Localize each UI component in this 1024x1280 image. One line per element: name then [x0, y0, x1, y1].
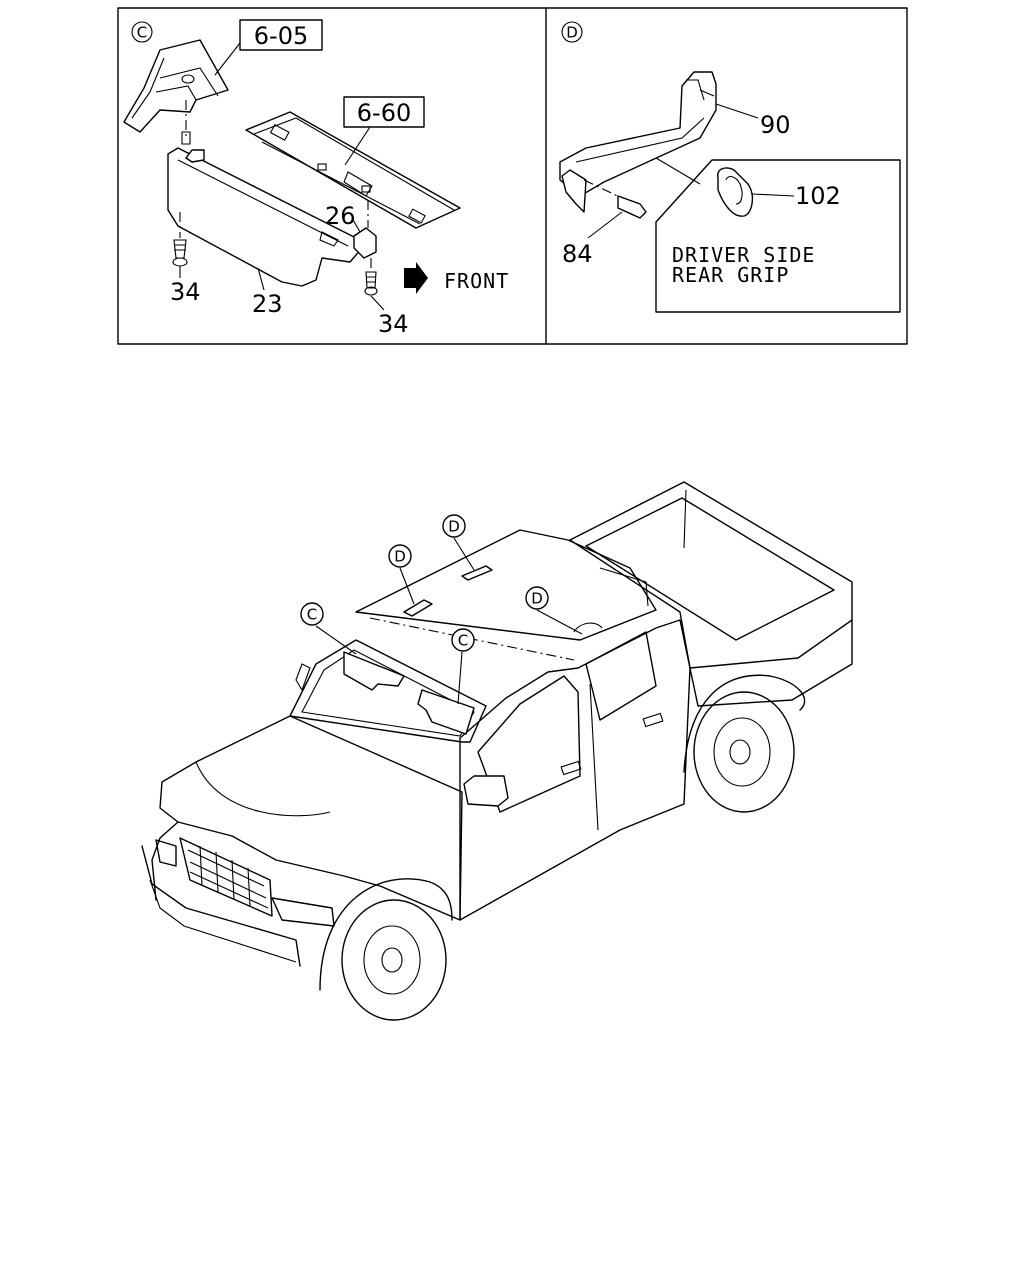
- front-label: FRONT: [444, 269, 509, 293]
- callout-c-2-label: C: [458, 632, 468, 650]
- panel-d-marker-circle: [561, 21, 583, 43]
- cab-side: [459, 619, 691, 921]
- front-wheel: [341, 899, 447, 1021]
- note-line-1: DRIVER SIDE: [672, 243, 815, 267]
- callout-d-1: [388, 544, 412, 568]
- panel-c-marker: C: [137, 24, 147, 42]
- callout-c-2: [451, 628, 475, 652]
- ref-box-6-60: [343, 96, 425, 128]
- callout-d-3-label: D: [531, 590, 543, 608]
- side-mirror: [463, 775, 509, 807]
- panel-d: D 90 84 102 DRIVER SIDE REAR GRIP: [559, 21, 901, 313]
- roof-grip-1: [403, 599, 433, 617]
- callout-c-1: [300, 602, 324, 626]
- rear-door-window: [585, 631, 657, 721]
- grille: [179, 837, 273, 917]
- callout-d-1-label: D: [394, 548, 406, 566]
- pillar-bracket: [123, 39, 229, 133]
- sun-visor-pin: [181, 131, 191, 145]
- rear-wheel: [693, 691, 795, 813]
- part-34-left-label: 34: [170, 278, 201, 306]
- truck-illustration: D D D C C: [141, 481, 853, 1021]
- cab-roof: [355, 529, 657, 641]
- visor-clip: [353, 227, 377, 259]
- headlight-left: [155, 839, 177, 867]
- screw-left: [173, 239, 187, 259]
- ref-box-6-05: [239, 19, 323, 51]
- sun-visor: [167, 147, 363, 287]
- part-102-label: 102: [795, 182, 841, 210]
- roof-grip-2: [461, 565, 493, 581]
- windshield: [289, 639, 487, 743]
- part-84-label: 84: [562, 240, 593, 268]
- visor-right: [417, 689, 475, 735]
- grip-end-cap: [561, 169, 587, 213]
- hood: [159, 715, 463, 921]
- callout-d-2: [442, 514, 466, 538]
- part-90-label: 90: [760, 111, 791, 139]
- ref-6-05-label: 6-05: [254, 22, 308, 50]
- bolt-84: [617, 195, 647, 219]
- ref-6-60-label: 6-60: [357, 99, 411, 127]
- visor-left: [343, 651, 405, 691]
- part-26-label: 26: [325, 202, 356, 230]
- panel-d-marker: D: [566, 24, 578, 42]
- callout-c-1-label: C: [307, 606, 317, 624]
- front-bumper: [141, 845, 301, 967]
- front-arrow-icon: [404, 262, 428, 294]
- headlight-right: [271, 897, 335, 927]
- grip-cap-102: [717, 167, 754, 217]
- truck-bed: [569, 481, 853, 669]
- part-23-label: 23: [252, 290, 283, 318]
- roof-rail: [245, 111, 461, 229]
- part-34-right-label: 34: [378, 310, 409, 338]
- note-line-2: REAR GRIP: [672, 263, 789, 287]
- panel-c-marker-circle: [131, 21, 153, 43]
- inset-box: [655, 159, 901, 313]
- callout-d-3: [525, 586, 549, 610]
- top-frame: [117, 7, 908, 345]
- front-door-window: [477, 675, 581, 813]
- roof-grip-3: [573, 622, 603, 633]
- assist-grip: [559, 71, 717, 197]
- screw-right: [365, 271, 377, 289]
- callout-d-2-label: D: [448, 518, 460, 536]
- visor-mount: [185, 149, 205, 163]
- panel-c: C 6-05 6-60 26: [123, 19, 509, 338]
